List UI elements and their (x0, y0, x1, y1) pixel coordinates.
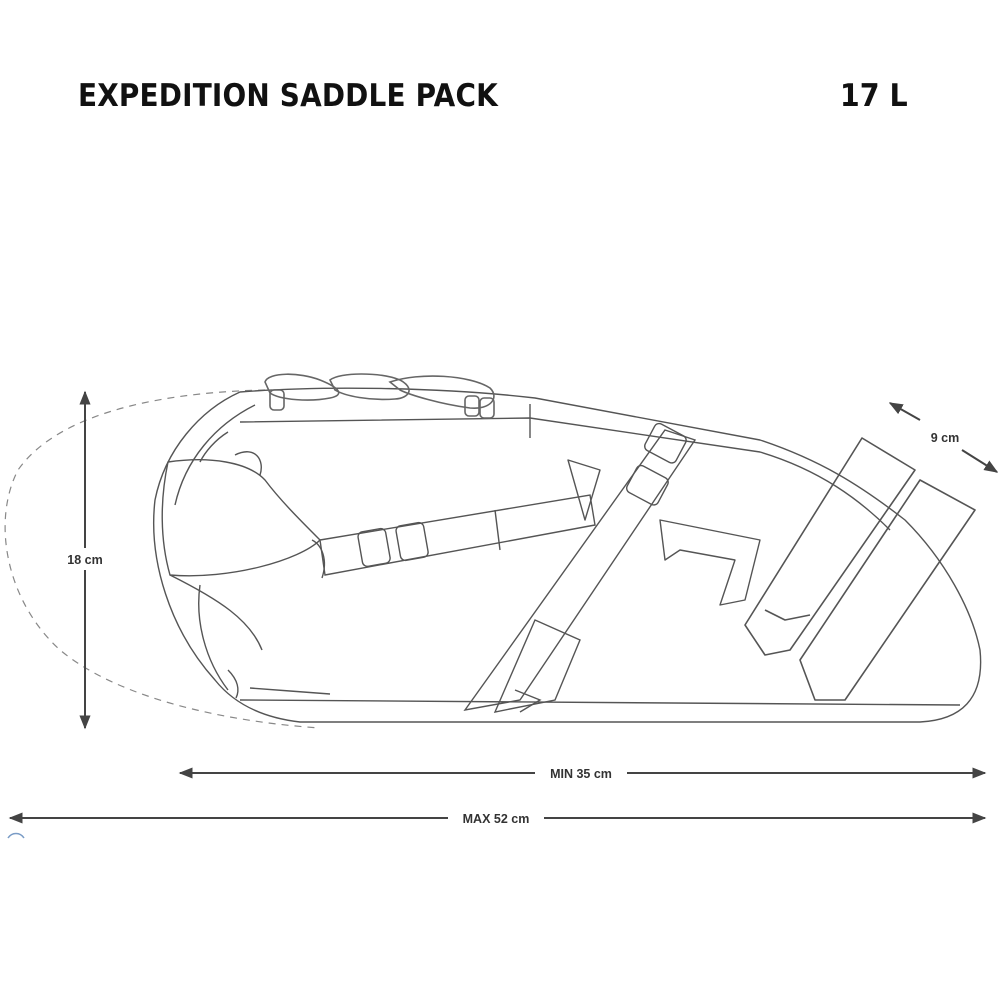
product-title: EXPEDITION SADDLE PACK (78, 78, 498, 114)
depth-dimension-line-a (888, 402, 921, 421)
depth-dimension-line-b (961, 449, 999, 473)
bungee-cords (264, 373, 495, 419)
volume-label: 17 L (840, 78, 908, 114)
diagonal-strap (463, 422, 697, 713)
depth-label: 9 cm (931, 431, 960, 445)
max-extension-outline (4, 389, 321, 729)
corner-mark-icon (7, 832, 25, 839)
height-label: 18 cm (67, 553, 102, 567)
max-length-label: MAX 52 cm (463, 812, 530, 826)
rear-panels (744, 437, 976, 701)
compression-strap (311, 494, 596, 579)
bag-body (153, 387, 982, 723)
min-length-label: MIN 35 cm (550, 767, 612, 781)
